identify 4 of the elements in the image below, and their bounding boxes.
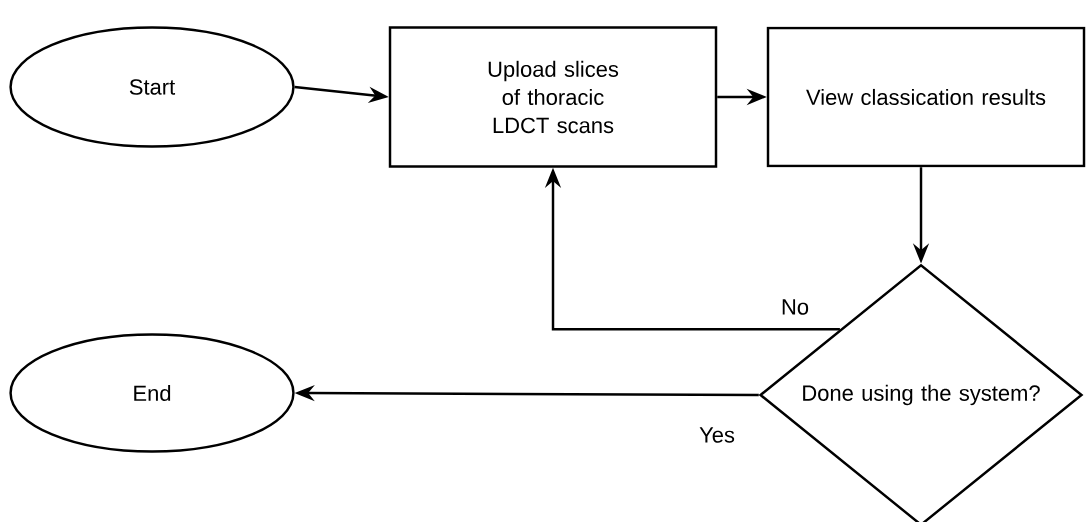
edge-label: Yes (697, 425, 737, 445)
edge-label: No (779, 297, 811, 317)
process-box: View classication results (766, 26, 1086, 168)
process-box: Upload slices of thoracic LDCT scans (388, 26, 718, 168)
